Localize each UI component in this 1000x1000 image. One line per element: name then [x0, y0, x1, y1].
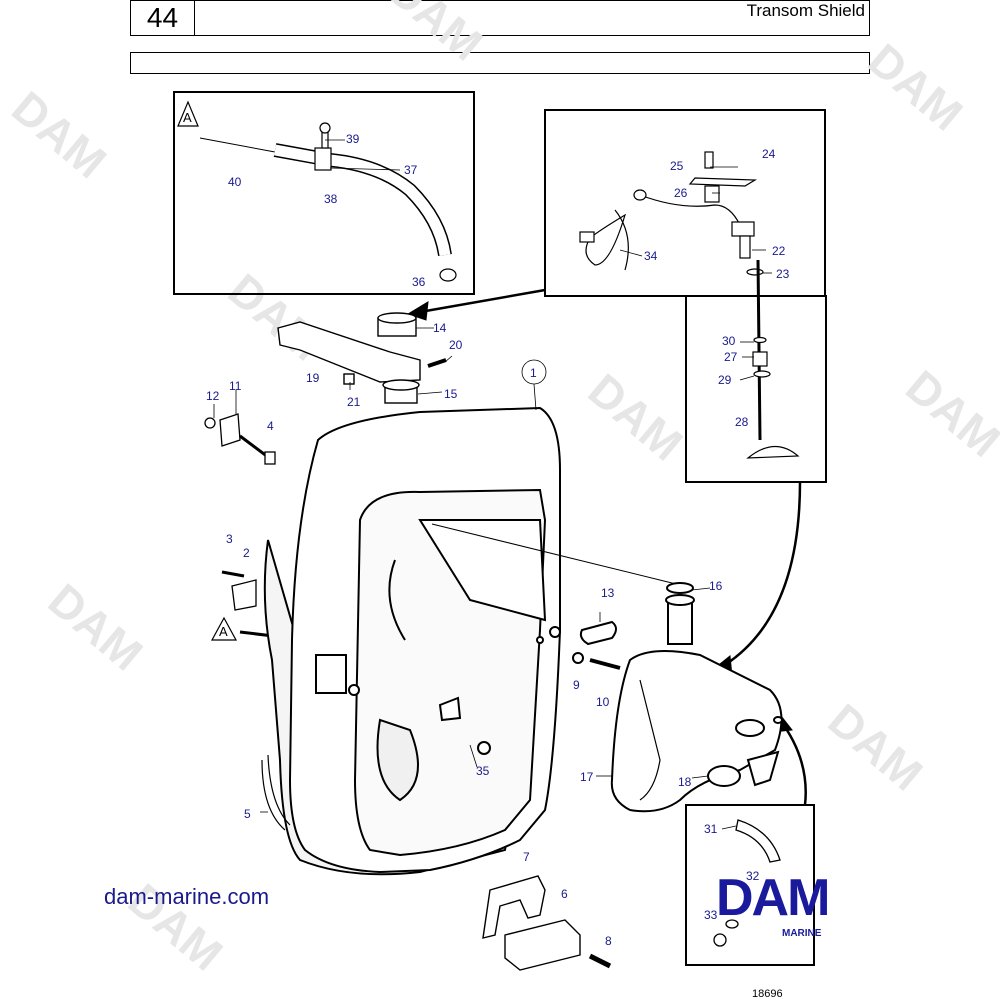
callout-23: 23	[776, 267, 790, 281]
trim-gear-parts	[713, 819, 781, 947]
callout-4: 4	[267, 419, 274, 433]
steering-yoke-part	[277, 312, 447, 404]
subheader-bar	[130, 52, 870, 74]
watermark: DAM	[859, 33, 973, 140]
callout-labels: 1 2 3 4 5 6 7 8 9 10 11 12 13 14 15 16 1…	[206, 132, 790, 948]
detail-marker-a-icon: A	[210, 616, 238, 641]
callout-13: 13	[601, 586, 615, 600]
callout-33: 33	[704, 908, 718, 922]
callout-37: 37	[404, 163, 418, 177]
callout-36: 36	[412, 275, 426, 289]
logo-subtext: MARINE	[782, 928, 822, 939]
callout-18: 18	[678, 775, 692, 789]
callout-25: 25	[670, 159, 684, 173]
watermark: DAM	[579, 363, 693, 470]
drawing-reference: 18696	[752, 988, 783, 1000]
callout-layer	[213, 139, 772, 830]
bracket-parts	[204, 413, 276, 611]
callout-24: 24	[762, 147, 776, 161]
detail-box-trim	[685, 804, 815, 966]
callout-39: 39	[346, 132, 360, 146]
detail-box-cable	[173, 91, 475, 295]
callout-28: 28	[735, 415, 749, 429]
callout-9: 9	[573, 678, 580, 692]
logo-wordmark: DAM	[716, 869, 830, 927]
callout-38: 38	[324, 192, 338, 206]
website-link[interactable]: dam-marine.com	[104, 884, 270, 909]
watermark: DAM	[2, 81, 116, 188]
page-title: Transom Shield	[746, 1, 865, 20]
callout-21: 21	[347, 395, 361, 409]
leader-line	[431, 523, 677, 585]
callout-17: 17	[580, 770, 594, 784]
callout-7: 7	[523, 850, 530, 864]
callout-11: 11	[229, 379, 242, 393]
svg-text:A: A	[219, 624, 228, 639]
header-bar: 44 Transom Shield	[130, 0, 870, 36]
detail-box-sensor-lower	[685, 295, 827, 483]
callout-12: 12	[206, 389, 220, 403]
callout-32: 32	[746, 869, 760, 883]
callout-29: 29	[718, 373, 732, 387]
callout-10: 10	[596, 695, 610, 709]
detail-marker-a-icon: A	[177, 100, 199, 127]
callout-27: 27	[724, 350, 738, 364]
callout-6: 6	[561, 887, 568, 901]
callout-31: 31	[704, 822, 718, 836]
watermark: DAM	[897, 360, 1000, 467]
transom-shield-part	[261, 406, 561, 876]
callout-20: 20	[449, 338, 463, 352]
callout-19: 19	[306, 371, 320, 385]
exhaust-housing-part	[572, 582, 783, 813]
callout-1: 1	[530, 366, 537, 380]
brand-logo: DAM MARINE	[716, 869, 896, 939]
callout-22: 22	[772, 244, 786, 258]
callout-2: 2	[243, 546, 250, 560]
page-number: 44	[131, 1, 195, 35]
callout-40: 40	[228, 175, 242, 189]
callout-30: 30	[722, 334, 736, 348]
callout-35: 35	[476, 764, 490, 778]
steering-cable-part	[199, 122, 457, 282]
callout-34: 34	[644, 249, 658, 263]
watermark: DAM	[819, 693, 933, 800]
callout-3: 3	[226, 532, 233, 546]
callout-16: 16	[709, 579, 723, 593]
callout-26: 26	[674, 186, 688, 200]
callout-15: 15	[444, 387, 458, 401]
svg-text:A: A	[183, 110, 192, 125]
lower-bracket-parts	[482, 875, 612, 971]
callout-8: 8	[605, 934, 612, 948]
callout-5: 5	[244, 807, 251, 821]
watermark: DAM	[379, 0, 493, 71]
callout-14: 14	[433, 321, 447, 335]
trim-sensor-parts	[579, 151, 800, 459]
watermark: DAM	[39, 573, 153, 680]
